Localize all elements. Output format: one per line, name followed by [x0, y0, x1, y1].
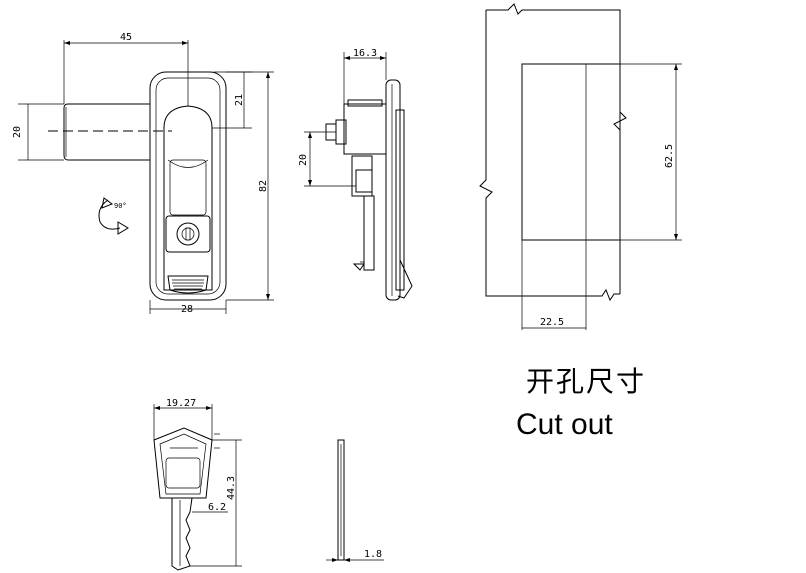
dim-key-thickness: 1.8 [364, 549, 382, 560]
dim-key-width: 19.27 [166, 398, 196, 409]
dim-handle-reach: 45 [120, 32, 132, 43]
cutout-view: 22.5 62.5 [479, 3, 682, 330]
dim-cutout-height: 62.5 [664, 144, 675, 168]
front-view: 45 20 21 82 28 90° [12, 32, 274, 315]
dim-key-blade: 6.2 [208, 502, 226, 513]
dim-side-depth: 16.3 [353, 48, 377, 59]
dim-handle-height: 20 [12, 126, 23, 138]
cutout-caption-en: Cut out [516, 408, 613, 441]
key-view: 19.27 44.3 6.2 1.8 [153, 398, 384, 571]
rotation-label: 90° [114, 202, 127, 210]
dim-top-offset: 21 [234, 94, 245, 106]
side-view: 16.3 20 [298, 48, 413, 301]
dim-key-length: 44.3 [226, 476, 237, 500]
dim-total-height: 82 [258, 180, 269, 192]
cutout-caption-cn: 开孔尺寸 [526, 365, 647, 398]
dim-side-offset: 20 [298, 154, 309, 166]
dim-body-width: 28 [181, 304, 193, 315]
dim-cutout-width: 22.5 [540, 317, 564, 328]
